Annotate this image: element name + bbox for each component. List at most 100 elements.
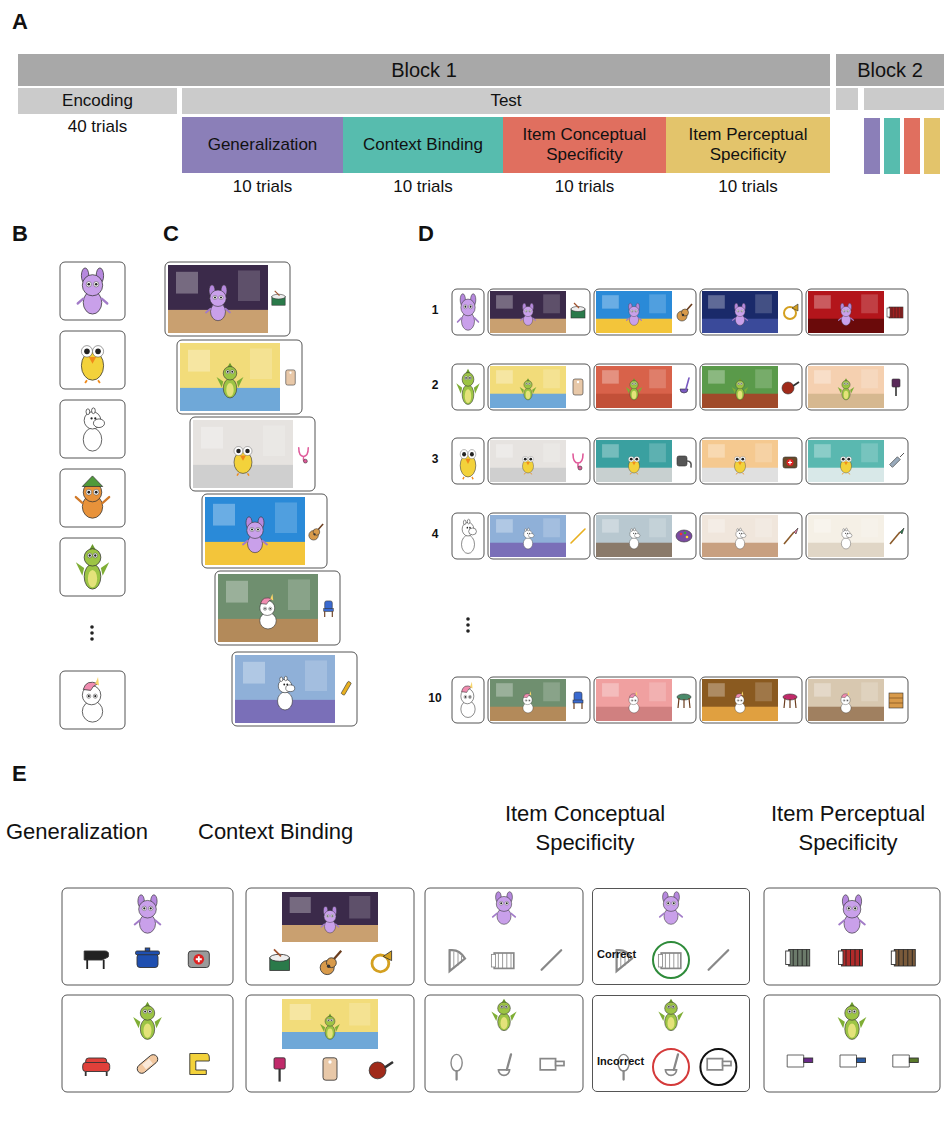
row-number: 3 bbox=[424, 452, 446, 468]
art-shape bbox=[889, 693, 903, 708]
node-label: Generalization bbox=[208, 135, 318, 155]
card bbox=[60, 331, 125, 389]
art-shape bbox=[839, 920, 865, 924]
card bbox=[806, 438, 908, 484]
art-shape bbox=[93, 346, 104, 358]
art-shape bbox=[638, 387, 642, 393]
art-shape bbox=[234, 447, 243, 456]
art-shape bbox=[469, 377, 471, 379]
scene-picture bbox=[235, 655, 335, 723]
object-icon bbox=[542, 950, 562, 970]
character bbox=[76, 544, 109, 589]
node-label: Context Binding bbox=[363, 135, 483, 155]
art-shape bbox=[87, 960, 104, 969]
card bbox=[452, 289, 484, 335]
art-shape bbox=[808, 366, 884, 408]
art-shape bbox=[738, 310, 739, 311]
art-shape bbox=[844, 462, 848, 465]
art-shape bbox=[842, 473, 849, 474]
art-shape bbox=[462, 385, 474, 405]
card bbox=[764, 995, 940, 1092]
art-shape bbox=[464, 695, 467, 698]
art-shape bbox=[666, 901, 670, 905]
art-shape bbox=[740, 533, 746, 537]
block-band: Block 1 bbox=[18, 54, 830, 86]
art-shape bbox=[737, 383, 739, 385]
card bbox=[700, 513, 802, 559]
scene-picture bbox=[596, 291, 672, 333]
art-shape bbox=[543, 518, 560, 537]
art-shape bbox=[469, 528, 477, 535]
art-shape bbox=[895, 387, 897, 396]
object-icon bbox=[84, 951, 108, 969]
character bbox=[628, 456, 639, 474]
art-shape bbox=[83, 428, 102, 451]
art-shape bbox=[205, 497, 305, 565]
art-shape bbox=[737, 529, 739, 532]
art-shape bbox=[740, 383, 742, 385]
art-shape bbox=[904, 118, 920, 174]
art-shape bbox=[665, 1070, 676, 1076]
art-shape bbox=[839, 951, 844, 965]
object-icon bbox=[782, 382, 799, 394]
art-shape bbox=[847, 458, 850, 461]
art-shape bbox=[755, 369, 772, 388]
art-shape bbox=[278, 692, 293, 710]
art-shape bbox=[491, 1012, 497, 1022]
art-shape bbox=[464, 376, 467, 380]
art-shape bbox=[900, 528, 904, 534]
object-icon bbox=[369, 1062, 393, 1079]
scene-picture bbox=[282, 999, 378, 1049]
art-shape bbox=[632, 383, 633, 384]
art-shape bbox=[787, 459, 794, 466]
art-shape bbox=[140, 1019, 154, 1040]
character bbox=[458, 294, 479, 330]
art-shape bbox=[634, 528, 636, 531]
art-shape bbox=[84, 564, 101, 589]
art-shape bbox=[665, 1002, 678, 1014]
column-heading: Item Perceptual Specificity bbox=[752, 800, 944, 857]
art-shape bbox=[93, 553, 98, 558]
art-shape bbox=[702, 291, 778, 333]
choice-ring bbox=[700, 1049, 736, 1085]
art-shape bbox=[635, 310, 638, 313]
art-shape bbox=[463, 477, 473, 479]
object-icon bbox=[571, 303, 585, 318]
art-shape bbox=[680, 389, 688, 393]
character bbox=[735, 528, 746, 549]
art-shape bbox=[686, 536, 689, 539]
art-shape bbox=[286, 685, 295, 692]
art-shape bbox=[622, 1071, 624, 1079]
art-shape bbox=[461, 299, 475, 316]
art-shape bbox=[470, 452, 474, 457]
art-shape bbox=[505, 1006, 507, 1008]
card bbox=[60, 262, 125, 320]
art-shape bbox=[528, 456, 534, 462]
card bbox=[700, 438, 802, 484]
art-shape bbox=[755, 294, 772, 313]
art-shape bbox=[543, 682, 560, 701]
character bbox=[733, 303, 748, 325]
art-shape bbox=[634, 383, 636, 385]
column-heading: Generalization bbox=[6, 818, 148, 847]
panel-letter: B bbox=[12, 220, 28, 249]
art-shape bbox=[634, 533, 640, 537]
card bbox=[215, 571, 340, 645]
art-shape bbox=[740, 699, 742, 701]
art-shape bbox=[463, 520, 466, 525]
object-icon bbox=[451, 1054, 462, 1079]
art-shape bbox=[84, 549, 101, 566]
art-shape bbox=[325, 601, 333, 610]
art-shape bbox=[280, 677, 283, 681]
art-shape bbox=[522, 456, 528, 462]
art-shape bbox=[465, 389, 472, 403]
art-shape bbox=[861, 682, 878, 701]
art-shape bbox=[383, 951, 391, 961]
art-shape bbox=[738, 391, 743, 399]
phase-band: Test bbox=[182, 88, 830, 114]
art-shape bbox=[501, 1006, 503, 1008]
art-shape bbox=[707, 1059, 722, 1070]
test-box: Item Perceptual Specificity bbox=[666, 117, 830, 173]
art-shape bbox=[524, 381, 532, 389]
art-shape bbox=[733, 318, 748, 320]
